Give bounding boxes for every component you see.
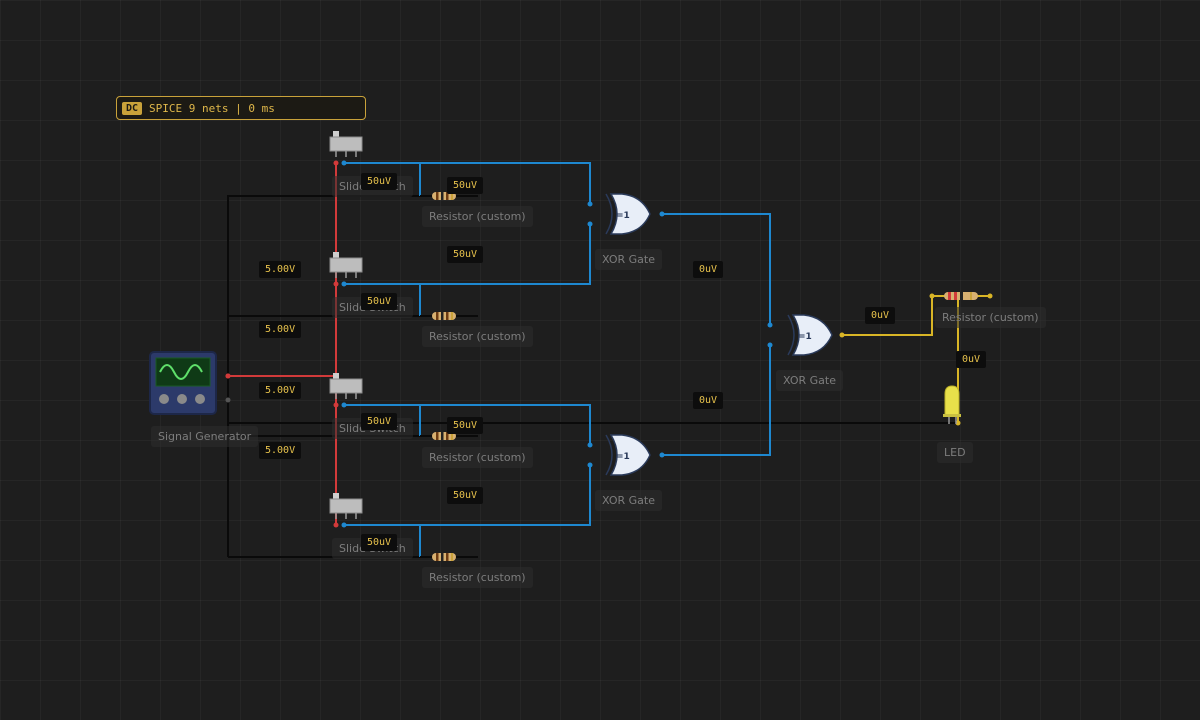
xor-gate-label: XOR Gate (595, 249, 662, 270)
sine-wave-icon (159, 364, 203, 380)
voltage-label: 50uV (361, 413, 398, 430)
voltage-label: 50uV (447, 246, 484, 263)
signal-generator-pin-pos[interactable] (225, 373, 231, 379)
resistor-label: Resistor (custom) (422, 567, 533, 588)
voltage-label: 5.00V (259, 321, 302, 338)
led[interactable] (943, 385, 961, 424)
slide-switch-3[interactable] (329, 372, 363, 400)
slide-switch-4[interactable] (329, 492, 363, 520)
slide-switch-2[interactable] (329, 251, 363, 279)
voltage-label: 50uV (361, 173, 398, 190)
voltage-label: 50uV (447, 417, 484, 434)
voltage-label: 0uV (956, 351, 987, 368)
simulation-status: DC SPICE 9 nets | 0 ms (116, 96, 366, 120)
signal-generator[interactable] (149, 351, 217, 415)
xor-symbol: =1 (616, 452, 630, 462)
knob-icon[interactable] (159, 394, 169, 404)
knob-icon[interactable] (195, 394, 205, 404)
voltage-label: 5.00V (259, 382, 302, 399)
resistor-label: Resistor (custom) (935, 307, 1046, 328)
voltage-label: 50uV (361, 293, 398, 310)
resistor-output[interactable] (944, 292, 978, 300)
signal-generator-pin-neg[interactable] (225, 397, 231, 403)
voltage-label: 50uV (361, 534, 398, 551)
signal-generator-label: Signal Generator (151, 426, 259, 447)
resistor-2[interactable] (419, 311, 467, 321)
mode-badge: DC (122, 101, 143, 115)
signal-wires (344, 162, 771, 557)
xor-symbol: =1 (798, 332, 812, 342)
xor-symbol: =1 (616, 211, 630, 221)
xor-gate-label: XOR Gate (595, 490, 662, 511)
voltage-label: 0uV (693, 261, 724, 278)
xor-gate-1[interactable]: =1 (605, 193, 651, 235)
xor-gate-3[interactable]: =1 (787, 314, 833, 356)
junction-dots (225, 160, 993, 528)
voltage-label: 5.00V (259, 442, 302, 459)
xor-gate-label: XOR Gate (776, 370, 843, 391)
voltage-label: 0uV (693, 392, 724, 409)
resistor-label: Resistor (custom) (422, 326, 533, 347)
voltage-label: 0uV (865, 307, 896, 324)
voltage-label: 50uV (447, 487, 484, 504)
xor-gate-2[interactable]: =1 (605, 434, 651, 476)
knob-icon[interactable] (177, 394, 187, 404)
led-label: LED (937, 442, 973, 463)
voltage-label: 5.00V (259, 261, 302, 278)
resistor-label: Resistor (custom) (422, 206, 533, 227)
slide-switch-1[interactable] (329, 130, 363, 158)
resistor-4[interactable] (419, 552, 467, 562)
power-rail (228, 163, 337, 525)
voltage-label: 50uV (447, 177, 484, 194)
status-text: SPICE 9 nets | 0 ms (149, 101, 275, 115)
resistor-label: Resistor (custom) (422, 447, 533, 468)
